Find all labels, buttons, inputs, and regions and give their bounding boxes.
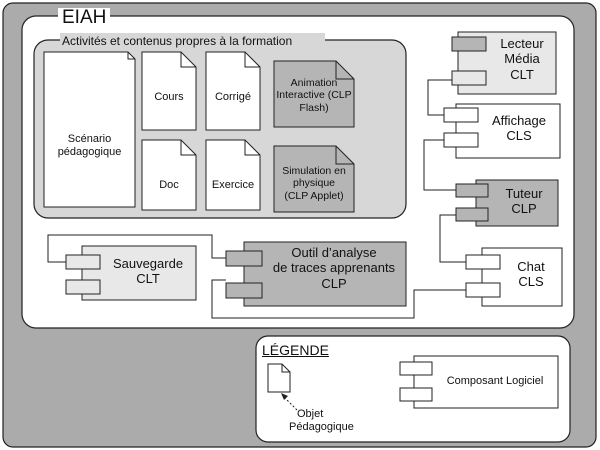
outil-component [225, 241, 407, 307]
legend-objet-line-1: Objet [297, 408, 324, 420]
lecteur-line-1: Lecteur [500, 36, 544, 51]
sauvegarde-line-1: Sauvegarde [112, 256, 184, 271]
legend-objet-label: Objet Pédagogique [289, 408, 369, 434]
lecteur-line-2: Média [504, 51, 540, 67]
animation-document [273, 60, 355, 128]
lecteur-label: Lecteur Média CLT [486, 36, 558, 82]
doc-document [141, 139, 197, 211]
chat-line-2: CLS [518, 274, 544, 290]
scenario-document [43, 51, 136, 208]
sauvegarde-component [65, 245, 197, 301]
eiah-title: EIAH [62, 7, 107, 28]
scenario-line-1: Scénario [67, 133, 112, 145]
cours-label: Cours [154, 91, 184, 103]
outil-line-1: Outil d’analyse [291, 245, 377, 260]
legend-document-icon [267, 363, 291, 393]
corrige-label: Corrigé [214, 91, 252, 103]
tuteur-label: Tuteur CLP [492, 186, 556, 217]
legend-composant-label: Composant Logiciel [446, 375, 544, 387]
simulation-line-1: Simulation en [282, 165, 346, 177]
legend-component-icon [399, 355, 559, 409]
animation-line-1: Animation [290, 77, 338, 89]
tuteur-component [455, 179, 559, 227]
doc-label: Doc [159, 179, 179, 191]
affichage-line-1: Affichage [492, 113, 546, 128]
simulation-line-3: (CLP Applet) [284, 189, 344, 202]
lecteur-line-3: CLT [510, 66, 534, 82]
tuteur-line-1: Tuteur [505, 186, 543, 201]
legend-arrowhead [281, 393, 288, 400]
animation-label: Animation Interactive (CLP Flash) [270, 77, 358, 114]
outil-line-3: CLP [321, 275, 347, 291]
scenario-label: Scénario pédagogique [44, 133, 135, 159]
simulation-label: Simulation en physique (CLP Applet) [270, 165, 358, 202]
activities-title: Activités et contenus propres à la forma… [62, 34, 293, 48]
activities-title-bg [60, 33, 325, 47]
legend-objet-line-2: Pédagogique [289, 420, 354, 433]
outil-label: Outil d’analyse de traces apprenants CLP [262, 245, 406, 291]
connectors [47, 79, 466, 319]
exercice-document [205, 139, 261, 211]
simulation-document [273, 145, 355, 213]
lecteur-component [451, 31, 557, 95]
corrige-document [205, 51, 261, 131]
cours-document [141, 51, 197, 131]
tuteur-line-2: CLP [511, 201, 537, 217]
scenario-line-2: pédagogique [57, 145, 122, 158]
sauvegarde-label: Sauvegarde CLT [100, 256, 196, 287]
chat-line-1: Chat [517, 259, 545, 274]
animation-line-2: Interactive (CLP [276, 89, 352, 102]
sauvegarde-line-2: CLT [136, 271, 160, 287]
chat-label: Chat CLS [500, 259, 562, 290]
exercice-label: Exercice [211, 179, 255, 191]
legend-title: LÉGENDE [262, 342, 329, 358]
outil-line-2: de traces apprenants [272, 260, 396, 276]
affichage-line-2: CLS [506, 128, 532, 144]
animation-line-3: Flash) [299, 101, 329, 114]
chat-component [465, 247, 563, 307]
affichage-component [443, 103, 561, 159]
simulation-line-2: physique [292, 177, 336, 190]
affichage-label: Affichage CLS [478, 113, 560, 144]
eiah-title-bg [58, 8, 110, 26]
